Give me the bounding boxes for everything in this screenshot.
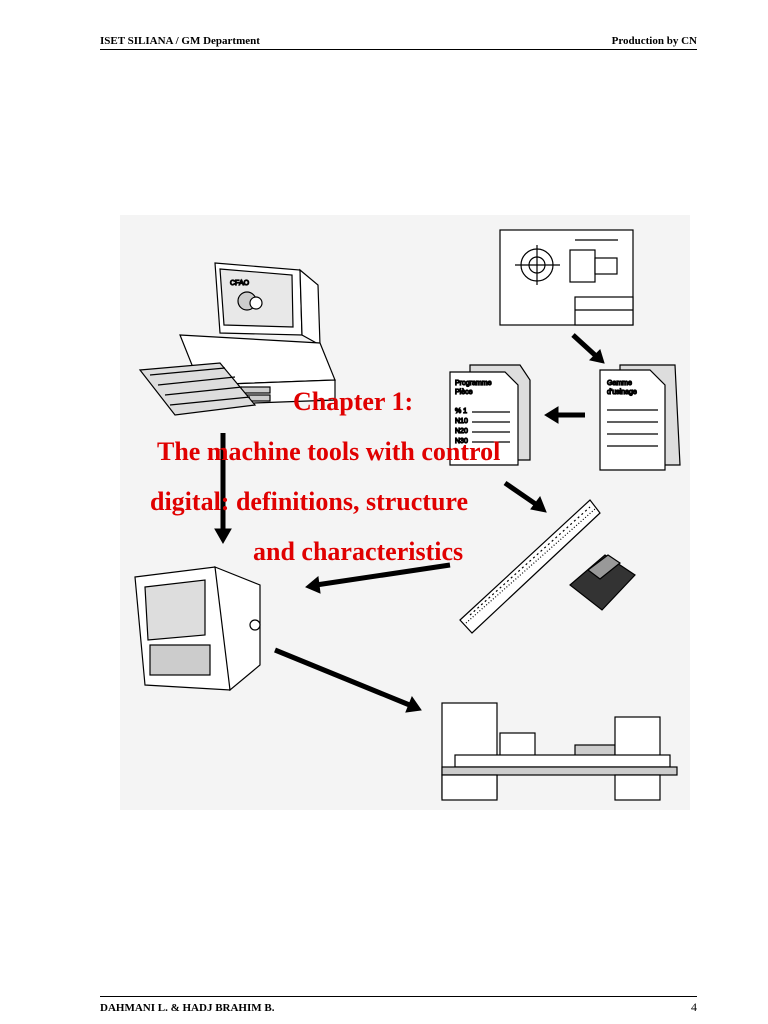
page-footer: DAHMANI L. & HADJ BRAHIM B. 4 — [100, 996, 697, 1017]
program-line-3: N20 — [455, 428, 468, 435]
part-program-document: Programme Pièce % 1 N10 N20 N30 — [449, 364, 531, 466]
header-department: ISET SILIANA / GM Department — [100, 35, 260, 47]
program-label-2: Pièce — [455, 389, 473, 396]
machining-plan-document: Gamme d'usinage — [599, 364, 681, 471]
technical-drawing — [499, 229, 634, 326]
computer-illustration: CFAO — [138, 262, 336, 416]
program-line-1: % 1 — [455, 408, 467, 415]
gamme-label-2: d'usinage — [607, 389, 637, 396]
page-header: ISET SILIANA / GM Department Production … — [100, 33, 697, 50]
chapter-subtitle-line-3: and characteristics — [253, 537, 464, 566]
program-line-4: N30 — [455, 438, 468, 445]
chapter-subtitle-line-2: digital: definitions, structure — [150, 487, 469, 516]
cnc-lathe — [441, 702, 678, 801]
floppy-disk — [569, 554, 636, 611]
program-line-2: N10 — [455, 418, 468, 425]
footer-authors: DAHMANI L. & HADJ BRAHIM B. — [100, 1002, 275, 1014]
screen-label: CFAO — [230, 280, 250, 287]
page-number: 4 — [691, 1000, 697, 1014]
workflow-arrows — [214, 333, 605, 713]
punched-tape — [459, 499, 601, 634]
chapter-title: Chapter 1: — [293, 387, 414, 416]
chapter-subtitle-line-1: The machine tools with control — [157, 437, 501, 466]
gamme-label-1: Gamme — [607, 380, 632, 387]
program-label-1: Programme — [455, 380, 492, 387]
cnc-workflow-figure: CFAO — [120, 215, 690, 810]
cnc-controller — [134, 566, 261, 692]
header-subject: Production by CN — [611, 35, 697, 47]
